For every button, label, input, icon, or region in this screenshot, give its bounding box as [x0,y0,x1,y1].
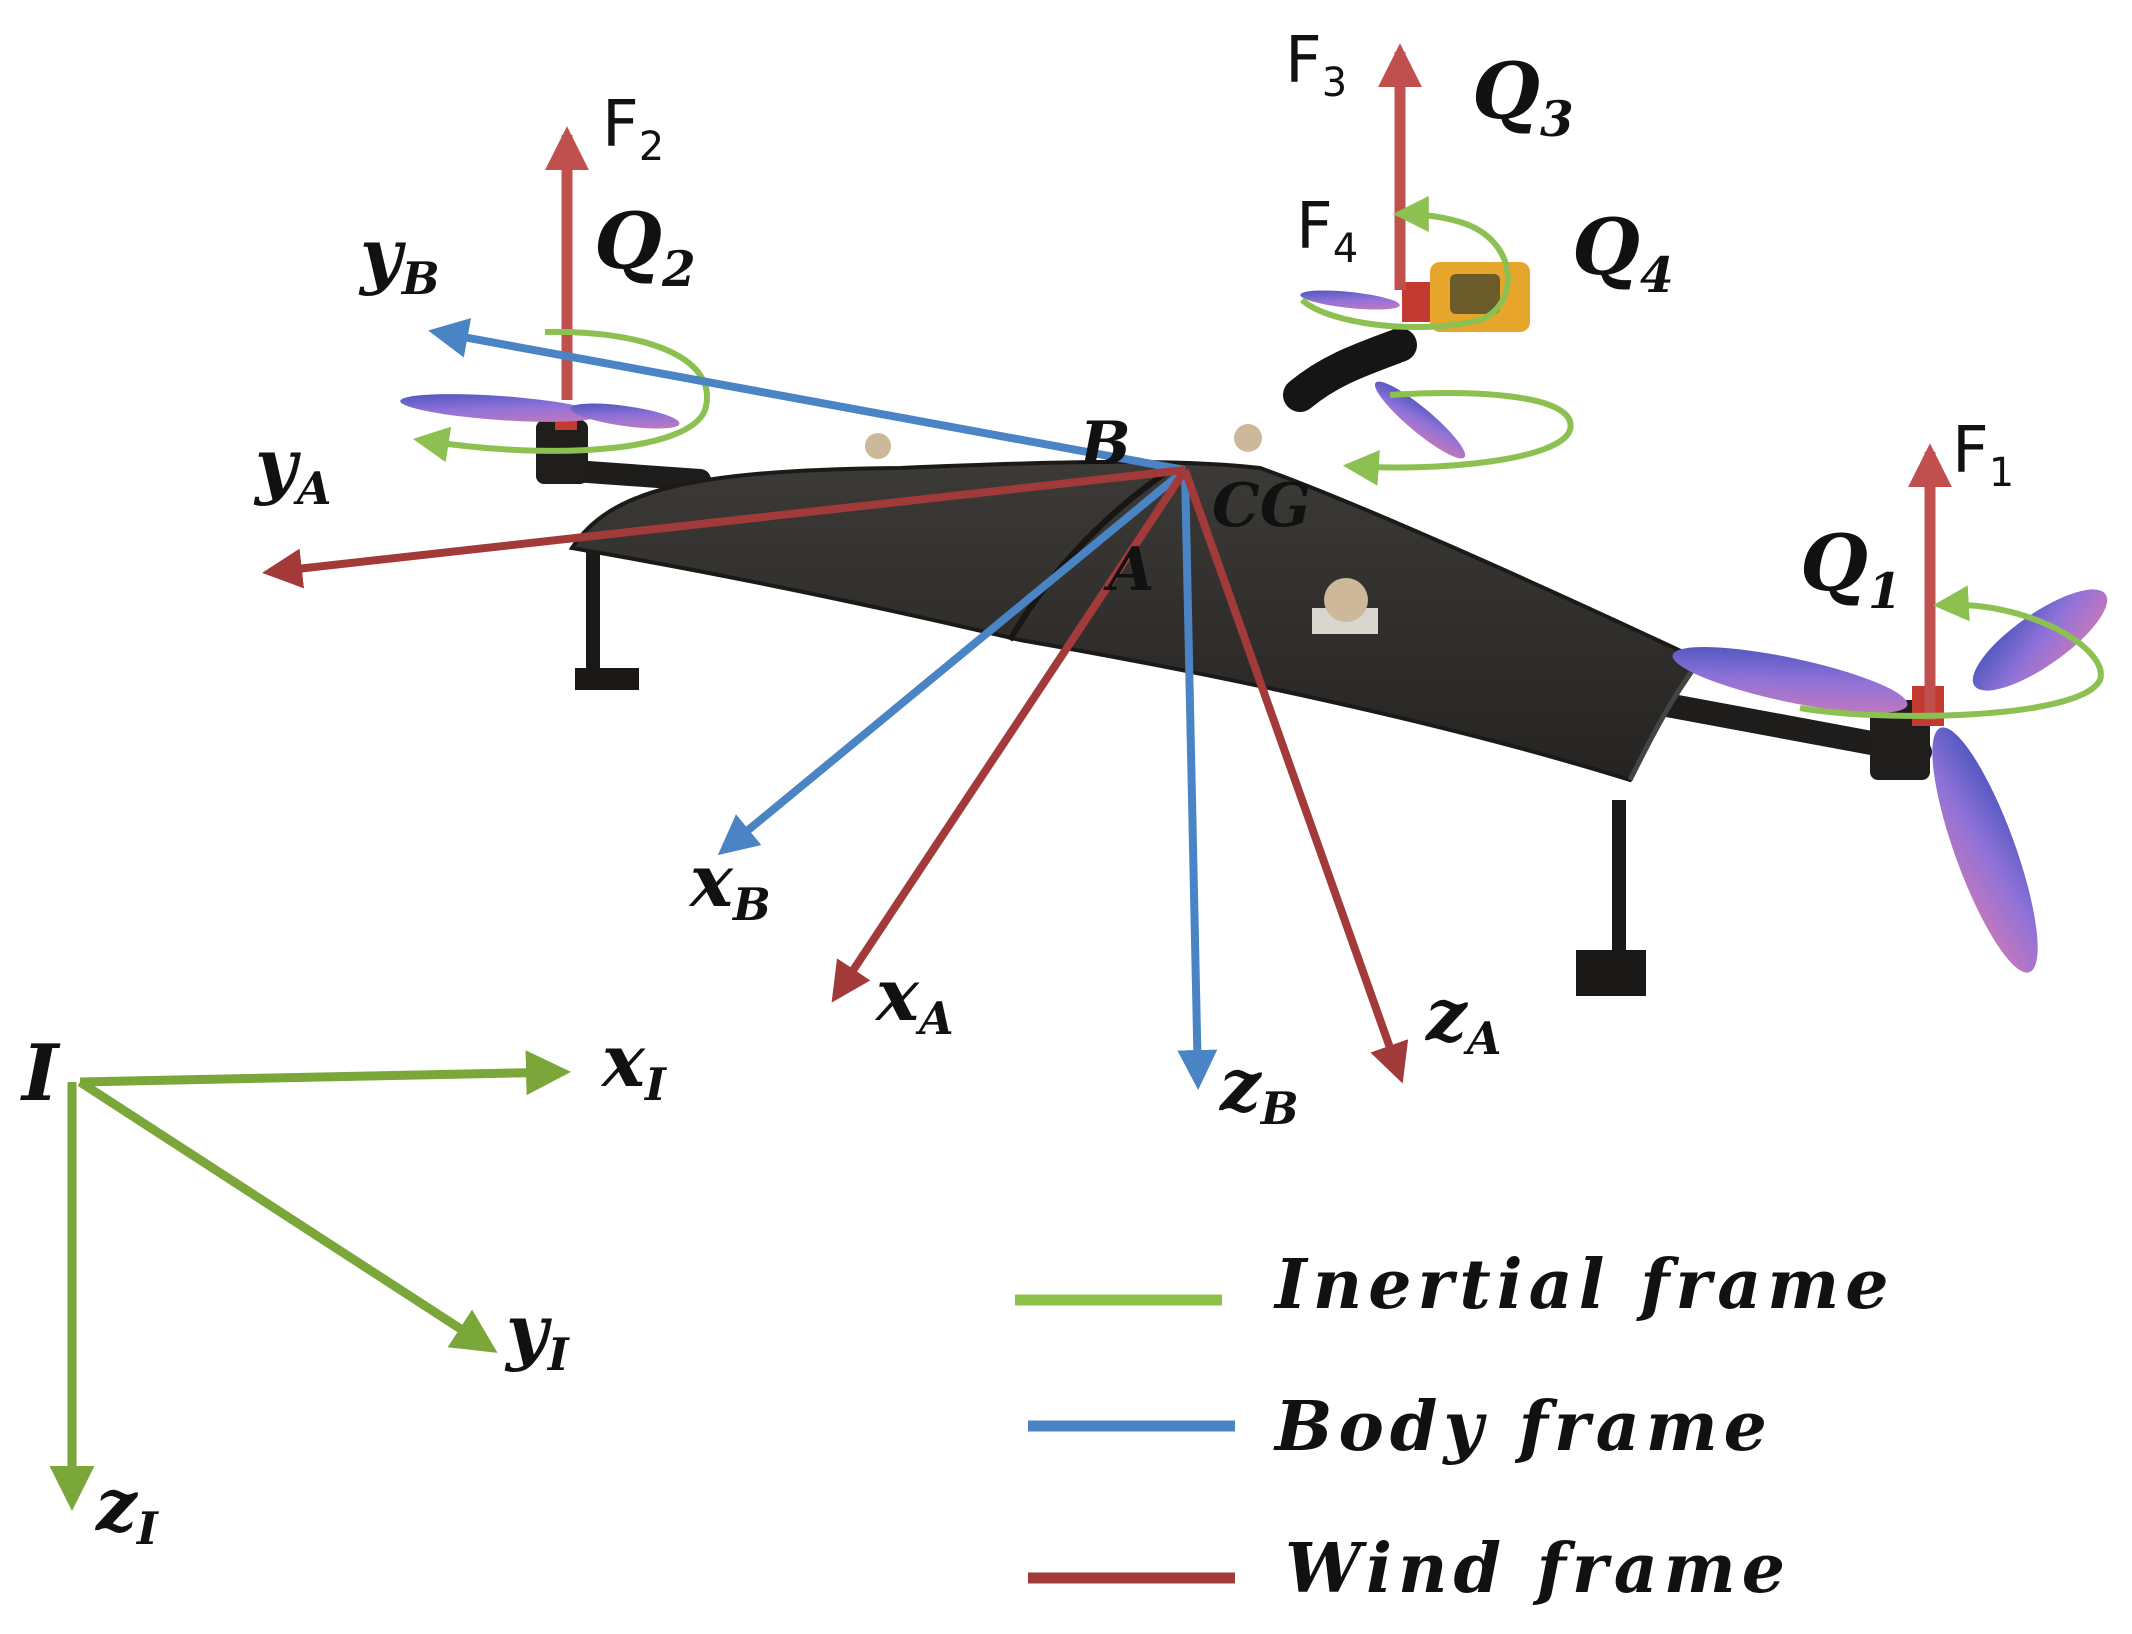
moment-labels: Q2 Q3 Q4 Q1 [594,46,1902,620]
front-boom [1283,328,1417,412]
body-axes [428,318,1218,1090]
marker-ball [1234,424,1262,452]
label-f2: F2 [602,88,664,170]
propeller-4 [1300,290,1400,310]
propeller-3 [1374,381,1466,459]
axis-xa [831,467,1189,1003]
label-q1: Q1 [1800,518,1902,620]
legend-item-wind: Wind frame [1028,1529,1791,1609]
marker-ball [865,433,891,459]
label-xb: xB [688,838,771,931]
force-labels: F2 F3 F4 F1 [602,24,2014,496]
label-q2: Q2 [594,196,696,298]
right-foot [1576,950,1646,996]
moment-arc-q4 [1300,196,1511,330]
axis-zb [1177,469,1218,1090]
label-q3: Q3 [1472,46,1574,148]
label-ya: yA [253,422,331,515]
axis-yb [428,318,1186,474]
vehicle [400,262,2108,996]
legend-label-wind: Wind frame [1285,1529,1791,1609]
axis-xi [79,1050,571,1096]
legend-label-body: Body frame [1273,1387,1773,1467]
label-f1: F1 [1952,414,2014,496]
label-b: B [1078,409,1131,479]
label-xi: xI [600,1018,667,1111]
label-xa: xA [874,952,954,1045]
legend-label-inertial: Inertial frame [1273,1245,1895,1325]
marker-ball [1324,578,1368,622]
moment-arc-q1 [1799,585,2104,719]
legend: Inertial frame Body frame Wind frame [1015,1245,1895,1609]
left-leg [586,540,600,675]
label-za: zA [1424,972,1502,1065]
left-foot [575,668,639,690]
moment-arc-q2 [412,328,710,463]
legend-item-body: Body frame [1028,1387,1773,1467]
label-yi: yI [504,1288,570,1381]
wing-seam [1007,467,1172,642]
inertial-axes [49,1050,571,1511]
motor-4-bell [1402,282,1434,322]
moment-arc-q3 [1342,390,1574,486]
axis-yi [77,1078,498,1353]
label-f4: F4 [1296,190,1358,272]
wind-axes [262,466,1409,1084]
gimbal-detail [1450,274,1500,314]
propeller-1 [1672,589,2108,973]
axis-labels: yB yA xB xA zB zA xI yI zI [94,212,1502,1555]
wing-trailing-edge [1627,658,1703,782]
moment-arcs [412,196,2104,719]
axis-ya [262,466,1186,589]
label-a: A [1103,535,1155,605]
label-f3: F3 [1285,24,1347,106]
axis-za [1181,468,1409,1084]
label-cg: CG [1212,471,1311,541]
label-zb: zB [1218,1042,1299,1135]
legend-item-inertial: Inertial frame [1015,1245,1895,1325]
label-zi: zI [94,1462,159,1555]
label-yb: yB [358,212,440,305]
propeller-2 [400,394,680,429]
label-q4: Q4 [1572,202,1674,304]
label-i: I [20,1028,61,1119]
axis-xb [717,466,1188,856]
point-labels: B A CG I [20,409,1311,1119]
right-leg [1612,800,1626,960]
